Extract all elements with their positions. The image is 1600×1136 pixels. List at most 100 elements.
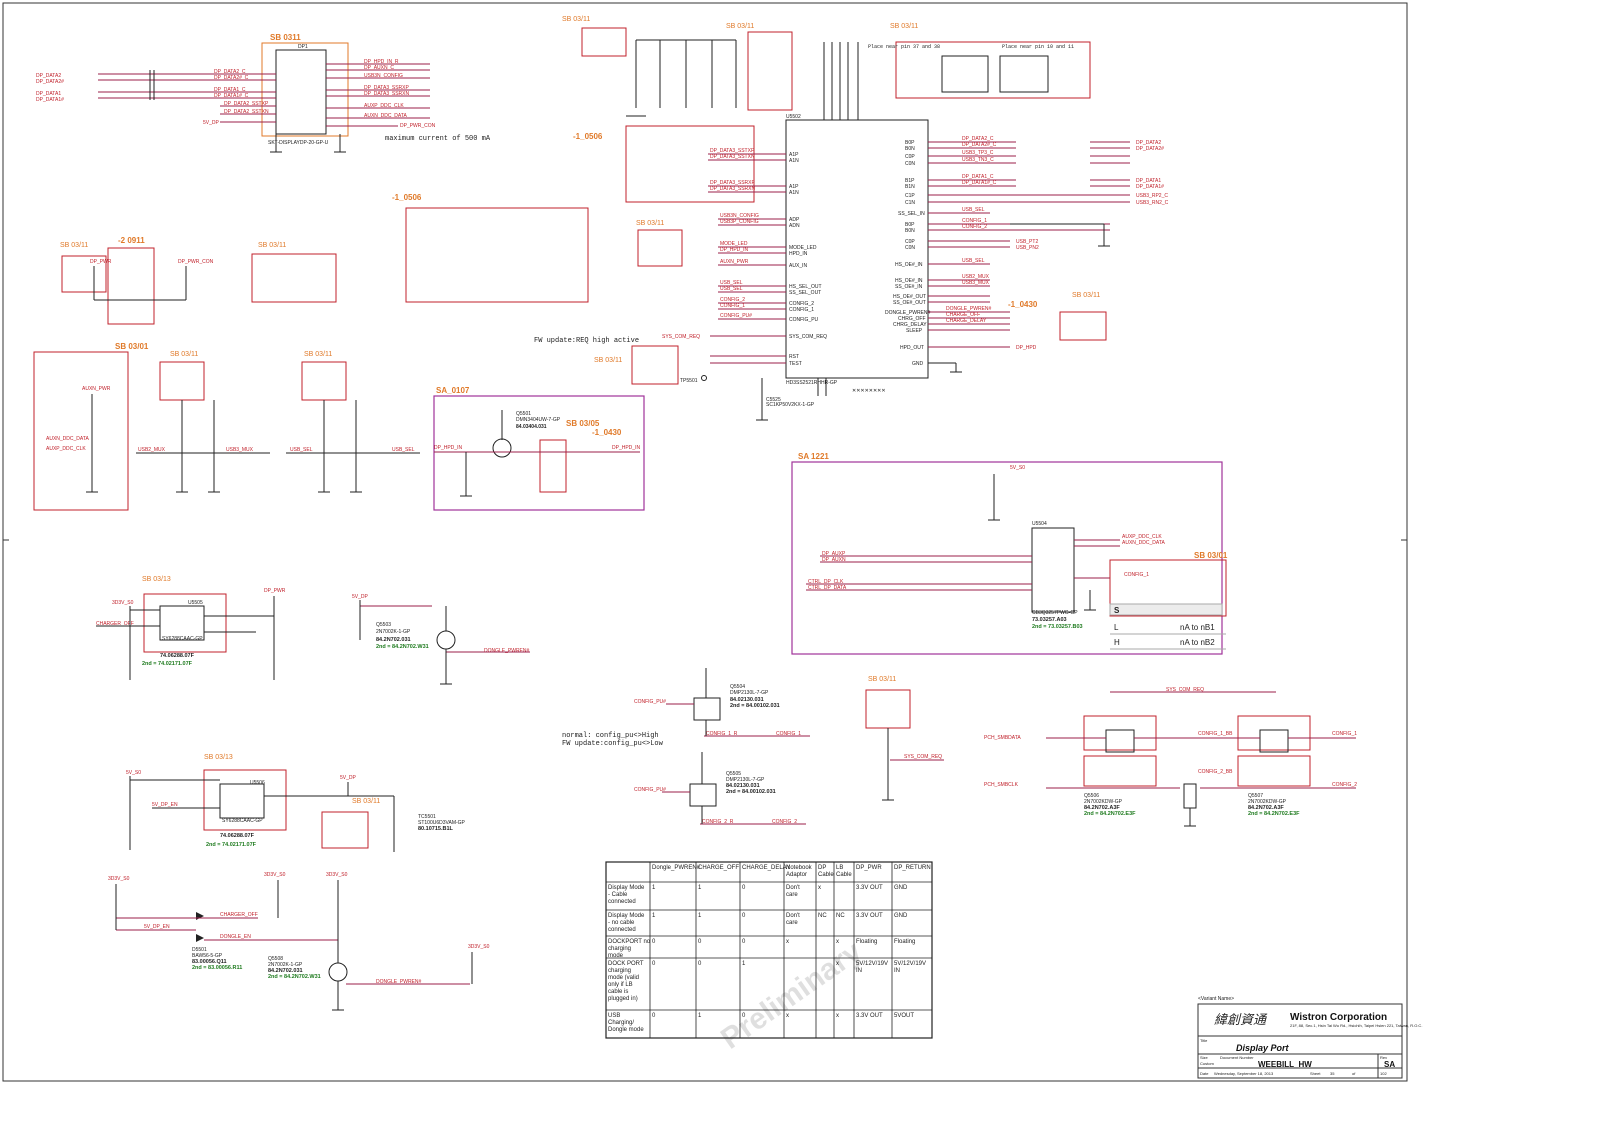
net-auxn-ddc-data: AUXN_DDC_DATA	[364, 113, 408, 119]
net-dongle-3d3v-a: 3D3V_S0	[108, 876, 130, 882]
mux-body	[785, 119, 929, 379]
mux-pin-dongle-pwren: DONGLE_PWREN#	[885, 310, 931, 316]
mode-table-header: DP	[818, 865, 826, 871]
top-boxes: SB 03/11 SB 03/11 SB 03/11 Place near pi…	[392, 16, 1091, 303]
q5508-pn: 84.2N702.031	[268, 968, 303, 974]
mode-table-cell: 0	[742, 913, 746, 919]
u5506-ref: U5506	[250, 780, 265, 786]
diode-icon-a	[196, 912, 204, 920]
net-mux-dp-hpd: DP_HPD	[1016, 345, 1037, 351]
net-dp-auxp: DP_AUXP	[822, 551, 846, 557]
mux-pin-sys-com-req: SYS_COM_REQ	[789, 334, 827, 340]
rev-tag-0430-a: -1_0430	[1008, 300, 1038, 309]
rev-tag-dp-pwr: SB 03/11	[60, 242, 88, 249]
net-mux-dp-data3-ssrxn: DP_DATA3_SSRXN	[710, 186, 755, 192]
mode-table-cell: Floating	[856, 939, 877, 945]
mode-table-cell: x	[836, 961, 839, 967]
q5505-body	[689, 783, 717, 807]
dp-connector-part: SKT-DISPLAYDP-20-GP-U	[268, 140, 329, 146]
box-dp-pwr	[61, 255, 107, 293]
net-mux-usb-sel-2: USB_SEL	[962, 258, 985, 264]
net-mux-usb3-rp2: USB3_RP2_C	[1136, 193, 1168, 199]
dp-connector-ref: DP1	[298, 44, 308, 50]
mode-table-cell: 5V/12V/19V	[856, 961, 888, 967]
dp-connector-group: SB 0311 DP1 SKT-DISPLAYDP-20-GP-U maximu…	[36, 33, 491, 153]
net-dongle-charger-off: CHARGER_OFF	[220, 912, 258, 918]
net-sys-com-req-top: SYS_COM_REQ	[1166, 687, 1204, 693]
mux-cap-ref: C5525	[766, 397, 781, 403]
net-out-dp-data1: DP_DATA1	[1136, 178, 1161, 184]
net-5v-dp-en: 5V_DP_EN	[152, 802, 178, 808]
net-dongle-3d3v-c: 3D3V_S0	[326, 872, 348, 878]
mux-pin-hs-sel-out: HS_SEL_OUT	[789, 284, 822, 290]
box-aux-ddc	[33, 351, 129, 511]
mux-pin-c1n: C1N	[905, 200, 915, 206]
u5505-ref: U5505	[188, 600, 203, 606]
net-dp-data3-ssrxn: DP_DATA3_SSRXN	[364, 91, 409, 97]
mode-table-header: CHARGE_DELAY	[742, 865, 790, 871]
d5501-ref: D5501	[192, 947, 207, 953]
mux-pin-c1p: C1P	[905, 193, 915, 199]
u5506-2nd: 2nd = 74.02171.07F	[206, 842, 257, 848]
q5501-ref: Q5501	[516, 411, 531, 417]
q5504-ref: Q5504	[730, 684, 745, 690]
mux-pin-adp: ADP	[789, 217, 800, 223]
title-label: Title	[1200, 1038, 1208, 1043]
net-dp-pwr-con-label: DP_PWR_CON	[178, 259, 214, 265]
net-dongle-pwren: DONGLE_PWREN#	[484, 648, 530, 654]
mode-table-cell: 3.3V OUT	[856, 913, 883, 919]
mode-table-cell: 0	[652, 939, 656, 945]
net-ctrl-dp-clk: CTRL_DP_CLK	[808, 579, 844, 585]
q5501-part: DMN3404UW-7-GP	[516, 417, 561, 423]
mux-pin-a1n-2: A1N	[789, 190, 799, 196]
rev-tag-top-1: SB 03/11	[562, 16, 590, 23]
rev-tag-u5506: SB 03/13	[204, 754, 233, 761]
dongle-logic-block: 3D3V_S0 3D3V_S0 3D3V_S0 3D3V_S0 CHARGER_…	[108, 872, 490, 1011]
mode-table-header: Cable	[836, 872, 852, 878]
mux-pin-b0p: B0P	[905, 140, 915, 146]
mode-table-cell: x	[786, 939, 789, 945]
left-middle-blocks: SB 03/11 -2 0911 DP_PWR DP_PWR_CON SB 03…	[33, 236, 420, 511]
mode-table-frame	[605, 861, 933, 1039]
mux-pin-rst: RST	[789, 354, 799, 360]
date-value: Wednesday, September 18, 2013	[1214, 1071, 1274, 1076]
mode-table-cell: only if LB	[608, 982, 633, 988]
q5507-ref: Q5507	[1248, 793, 1263, 799]
rev-tag-empty-box: SB 03/11	[258, 242, 286, 249]
mux-pin-config-1: CONFIG_1	[789, 307, 814, 313]
rev-tag-0430-b: -1_0430	[592, 428, 622, 437]
q5501-pn: 84.03404.031	[516, 424, 547, 430]
mode-table-header: Cable	[818, 872, 834, 878]
mux-pin-test: TEST	[789, 361, 802, 367]
box-u5506	[203, 769, 287, 831]
box-usb2mux-pullup	[159, 361, 205, 401]
mosfet-icon	[492, 438, 512, 458]
sheet-label: Sheet	[1310, 1071, 1321, 1076]
mode-table-header: DP_PWR	[856, 865, 882, 871]
rev-tag-sa-1221: SA 1221	[798, 452, 829, 461]
mode-table-header: Dongle_PWREN#	[652, 865, 701, 871]
truth-table-box	[1109, 559, 1227, 617]
mux-pin-a1n: A1N	[789, 158, 799, 164]
net-config-1-bb: CONFIG_1_BB	[1198, 731, 1233, 737]
box-sleep-pullup	[1059, 311, 1107, 341]
size-label: Size	[1200, 1055, 1209, 1060]
sheet-of-label: of	[1352, 1071, 1356, 1076]
mode-table-cell: 5VOUT	[894, 1013, 914, 1019]
mux-ic: U5502 HD3SS2521RHHR-GP A1P A1N A1P A1N A…	[534, 42, 1169, 421]
mode-table-cell: connected	[608, 899, 636, 905]
mux-pin-chrg-delay: CHRG_DELAY	[893, 322, 927, 328]
box-rst-pullup	[631, 345, 679, 385]
mode-table-cell: charging	[608, 946, 631, 952]
rev-tag-rst: SB 03/11	[594, 357, 622, 364]
rev-tag-tc5501: SB 03/11	[352, 798, 380, 805]
net-mux-dongle-pwren: DONGLE_PWREN#	[946, 306, 992, 312]
net-mux-sys-com-req: SYS_COM_REQ	[662, 334, 700, 340]
mux-pin-sleep: SLEEP	[906, 328, 923, 334]
hpd-block: SA_0107 SB 03/05 -1_0430 Q5501 DMN3404UW…	[433, 386, 645, 511]
sheet-title: Display Port	[1236, 1043, 1290, 1053]
net-usbsw-config: CONFIG_1	[1124, 572, 1149, 578]
mode-table-cell: charging	[608, 968, 631, 974]
net-dp-data1-in: DP_DATA1	[36, 91, 61, 97]
net-mux-charge-delay: CHARGE_DELAY	[946, 318, 987, 324]
